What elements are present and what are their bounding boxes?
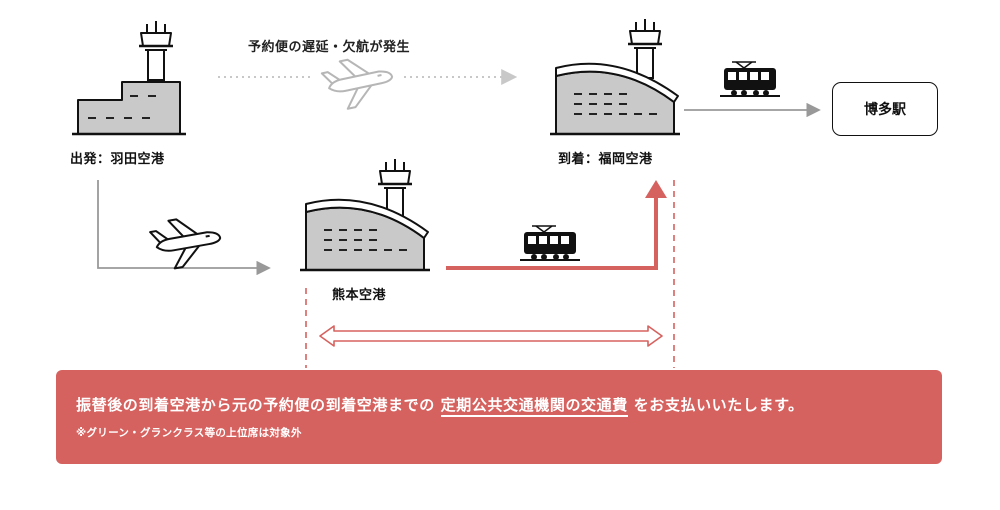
- destination-label: 博多駅: [864, 102, 906, 118]
- delayed-flight-arrow: [218, 50, 518, 114]
- coverage-range-marker: [305, 180, 675, 368]
- kumamoto-airport-icon: [298, 157, 432, 272]
- airplane-icon: [319, 50, 398, 114]
- banner-text-after: をお支払いいたします。: [633, 396, 804, 414]
- destination-box: 博多駅: [832, 82, 938, 136]
- kumamoto-to-fukuoka-arrow: [446, 180, 667, 270]
- banner-text-before: 振替後の到着空港から元の予約便の到着空港までの: [76, 396, 435, 414]
- train-icon: [719, 61, 781, 97]
- reimbursement-banner: 振替後の到着空港から元の予約便の到着空港までの 定期公共交通機関の交通費 をお支…: [56, 370, 942, 464]
- banner-note: ※グリーン・グランクラス等の上位席は対象外: [76, 427, 302, 439]
- airplane-icon: [147, 211, 225, 273]
- fukuoka-airport-icon: [548, 17, 682, 136]
- rerouted-flight-arrow: [97, 180, 271, 276]
- arrival-airport-label: 到着：福岡空港: [558, 152, 653, 167]
- banner-text-underlined: 定期公共交通機関の交通費: [440, 396, 628, 417]
- fukuoka-to-hakata-arrow: [684, 61, 821, 118]
- alternate-airport-label: 熊本空港: [332, 288, 387, 303]
- train-icon: [519, 225, 581, 261]
- haneda-airport-icon: [72, 19, 186, 136]
- banner-text: 振替後の到着空港から元の予約便の到着空港までの 定期公共交通機関の交通費 をお支…: [76, 394, 942, 417]
- departure-airport-label: 出発：羽田空港: [70, 152, 165, 167]
- delay-label: 予約便の遅延・欠航が発生: [248, 40, 411, 55]
- double-arrow-icon: [319, 325, 663, 347]
